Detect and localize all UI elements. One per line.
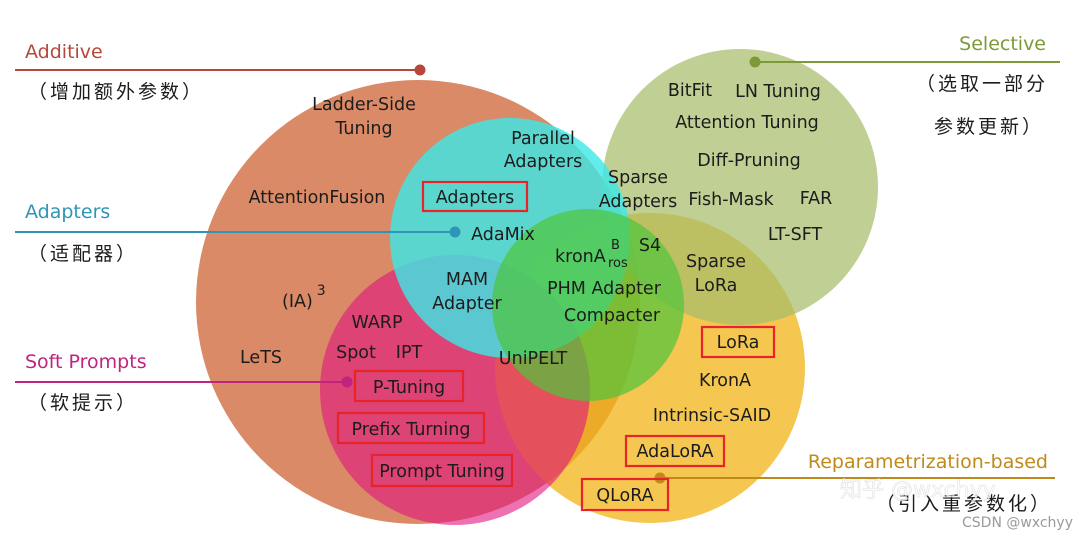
additive-title: Additive	[25, 41, 103, 63]
method-sparse-lora-line1: Sparse	[686, 252, 746, 272]
adalora-highlight-box	[624, 434, 726, 468]
method-diff-pruning: Diff-Pruning	[697, 151, 800, 171]
method-attention-tuning: Attention Tuning	[675, 113, 819, 133]
method-sparse-lora-line2: LoRa	[695, 276, 738, 296]
method-spot: Spot	[336, 343, 376, 363]
method-sparse-adapters-line2: Adapters	[599, 192, 678, 212]
method-sparse-adapters-line1: Sparse	[608, 168, 668, 188]
prefix-tuning-highlight-box	[336, 411, 486, 445]
method-adamix: AdaMix	[471, 225, 535, 245]
method-lt-sft: LT-SFT	[768, 225, 823, 245]
method-ln-tuning: LN Tuning	[735, 82, 821, 102]
method-mam-adapter-line2: Adapter	[432, 294, 502, 314]
method-adalora: AdaLoRA	[636, 442, 713, 462]
method-intrinsic-said: Intrinsic-SAID	[653, 406, 771, 426]
p-tuning-highlight-box	[353, 369, 465, 403]
method-ladder-side-line1: Ladder-Side	[312, 95, 416, 115]
zhihu-watermark: 知乎 @wxchyy	[840, 478, 996, 503]
method-compacter: Compacter	[564, 306, 661, 326]
method-far: FAR	[800, 189, 833, 209]
method-mam-adapter-line1: MAM	[446, 270, 488, 290]
csdn-watermark: CSDN @wxchyy	[962, 515, 1073, 531]
method-p-tuning: P-Tuning	[373, 378, 445, 398]
lora-highlight-box	[700, 325, 776, 359]
method-ladder-side-line2: Tuning	[334, 119, 392, 139]
selective-subtitle-line1: （选取一部分	[916, 73, 1048, 95]
additive-leader	[15, 64, 426, 76]
soft-prompts-subtitle: （软提示）	[28, 392, 138, 414]
prompt-tuning-highlight-box	[370, 453, 514, 488]
method-adapters: Adapters	[436, 188, 515, 208]
method-parallel-adapters-line1: Parallel	[511, 129, 575, 149]
soft-prompts-leader	[15, 376, 353, 388]
method-krona: KronA	[699, 371, 751, 391]
adapters-title: Adapters	[25, 201, 110, 223]
additive-subtitle: （增加额外参数）	[28, 81, 204, 103]
qlora-highlight-box	[580, 477, 670, 512]
method-phm-adapter: PHM Adapter	[547, 279, 662, 299]
method-fish-mask: Fish-Mask	[688, 190, 774, 210]
adapters-subtitle: （适配器）	[28, 243, 138, 265]
selective-subtitle-line2: 参数更新）	[934, 116, 1044, 138]
adapters-highlight-box	[421, 180, 529, 213]
method-prefix-tuning: Prefix Turning	[352, 420, 471, 440]
selective-title: Selective	[959, 33, 1046, 55]
method-parallel-adapters-line2: Adapters	[504, 152, 583, 172]
method-ipt: IPT	[396, 343, 423, 363]
unified-circle	[492, 209, 684, 401]
reparametrization-subtitle: （引入重参数化）	[876, 493, 1052, 515]
method-lora: LoRa	[717, 333, 760, 353]
method-ia3: (IA)3	[282, 283, 326, 312]
method-qlora: QLoRA	[596, 486, 653, 506]
method-warp: WARP	[351, 313, 402, 333]
adapters-leader	[15, 226, 461, 238]
selective-circle	[602, 49, 878, 325]
soft-prompts-title: Soft Prompts	[25, 351, 147, 373]
method-lets: LeTS	[240, 348, 282, 368]
method-prompt-tuning: Prompt Tuning	[379, 462, 505, 482]
method-unipelt: UniPELT	[499, 349, 568, 369]
method-bitfit: BitFit	[668, 81, 712, 101]
method-attention-fusion: AttentionFusion	[249, 188, 386, 208]
method-s4: S4	[639, 236, 661, 256]
reparametrization-title: Reparametrization-based	[808, 451, 1048, 473]
selective-leader	[749, 56, 1060, 68]
